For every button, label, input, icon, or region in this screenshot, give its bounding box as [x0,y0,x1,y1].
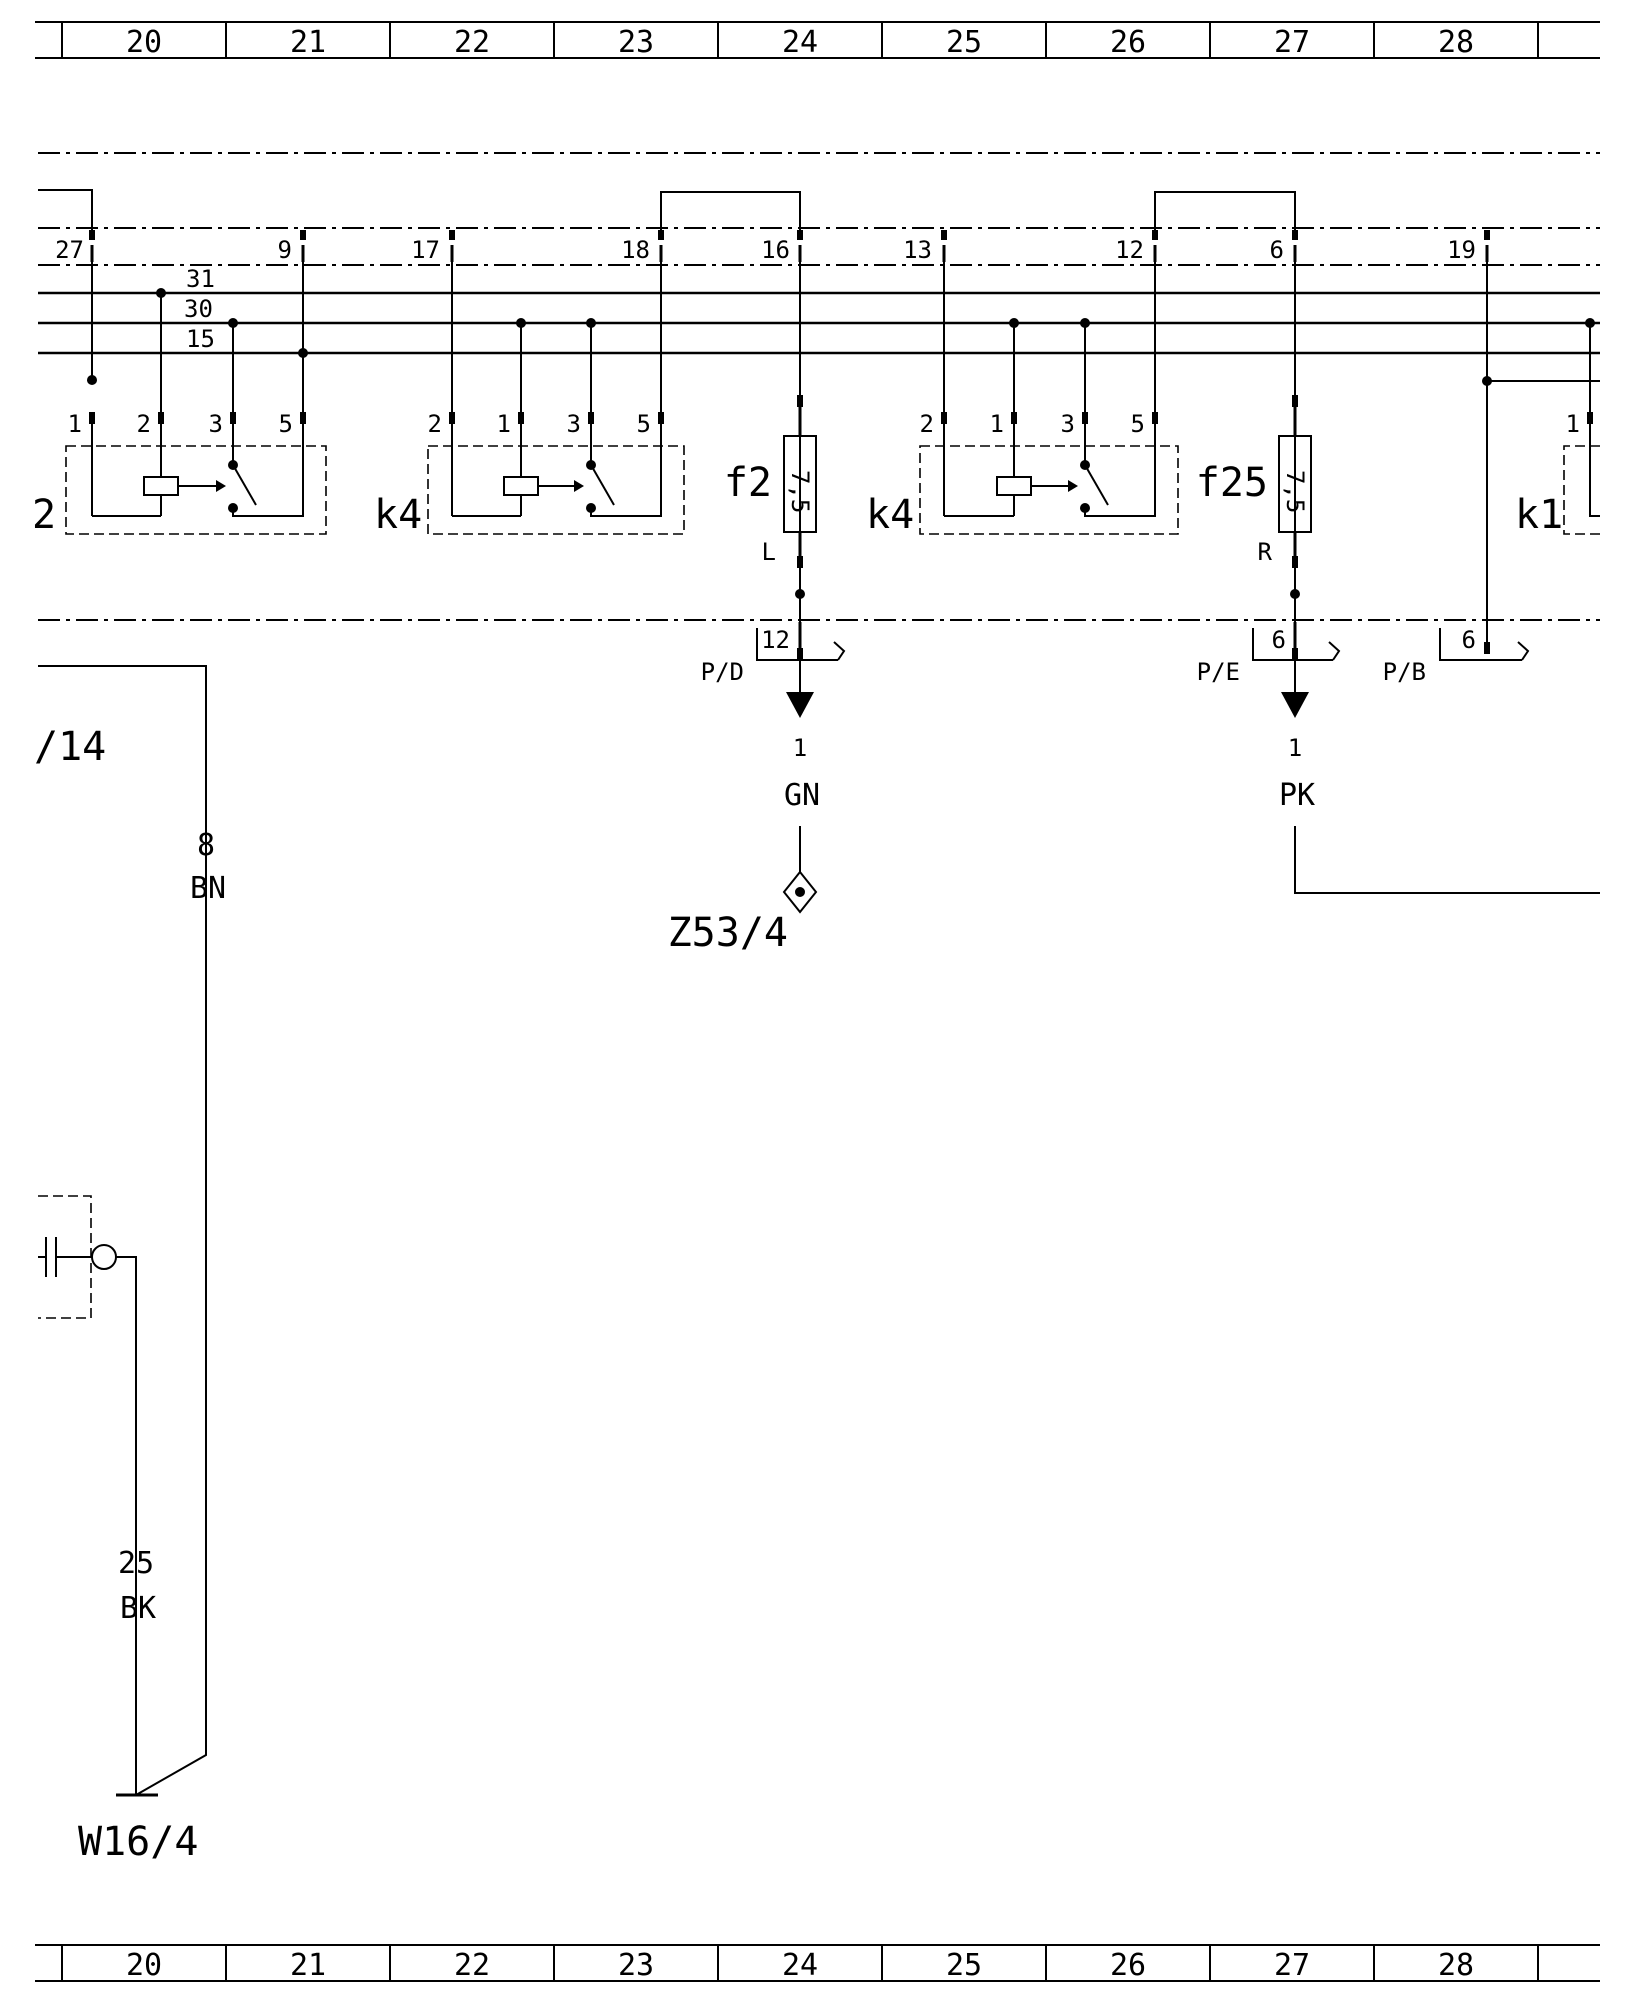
relay-label: k1 [1515,492,1563,538]
connector-label: P/E [1197,658,1240,686]
bus-label-30: 30 [184,295,213,323]
grid-label: 27 [1274,1948,1310,1983]
fuse-side-label: R [1258,538,1273,566]
wire-number: 8 [197,828,215,863]
connector-pin-label: 12 [761,626,790,654]
grid-label: 25 [946,25,982,60]
bus-label-31: 31 [186,265,215,293]
relay-k4-right: 2 1 3 5 k4 [866,318,1179,538]
relay-label: k4 [866,492,914,538]
pin-label: 27 [55,236,84,264]
relay-pin-label: 1 [1566,410,1580,438]
relay-label: 2 [32,492,56,538]
relay-pin-label: 1 [68,410,82,438]
wire-color: BN [190,871,226,906]
fuse-f25: 7,5 f25 R [1196,395,1312,622]
grid-label: 28 [1438,25,1474,60]
grid-label: 21 [290,25,326,60]
destination-label: Z53/4 [668,910,788,956]
grid-label: 26 [1110,1948,1146,1983]
relay-1: 1 2 3 5 2 [32,288,327,538]
relay-pin-label: 5 [279,410,293,438]
connector-pin-label: 6 [1462,626,1476,654]
grid-label: 23 [618,25,654,60]
pin-label: 19 [1447,236,1476,264]
grid-ruler-bottom: 20 21 22 23 24 25 26 27 28 [35,1944,1600,1983]
relay-pin-label: 1 [497,410,511,438]
fuse-label: f25 [1196,460,1268,506]
pin-label: 17 [411,236,440,264]
relay-k4-left: 2 1 3 5 k4 [374,318,685,538]
relay-pin-label: 2 [920,410,934,438]
power-bus: 31 30 15 [38,265,1600,355]
relay-pin-label: 5 [637,410,651,438]
pin-label: 18 [621,236,650,264]
relay-pin-label: 3 [209,410,223,438]
grid-label: 24 [782,25,818,60]
connector-pe: 6 P/E 1 PK [1197,622,1600,894]
fuse-f2: 7,5 f2 L [724,395,817,622]
grid-label: 24 [782,1948,818,1983]
relay-pin-label: 2 [137,410,151,438]
reference-label: /14 [34,724,106,770]
wire-number: 25 [118,1546,154,1581]
connector-label: P/D [701,658,744,686]
pin-label: 13 [903,236,932,264]
connector-label: P/B [1383,658,1426,686]
relay-pin-label: 3 [1061,410,1075,438]
fuse-rating: 7,5 [786,470,814,513]
grid-label: 21 [290,1948,326,1983]
relay-label: k4 [374,492,422,538]
grid-label: 26 [1110,25,1146,60]
grid-label: 28 [1438,1948,1474,1983]
boundary-lines [38,152,1600,621]
wire-color: BK [120,1591,156,1626]
relay-pin-label: 2 [428,410,442,438]
pin-label: 12 [1115,236,1144,264]
connector-pins-top: 27 9 17 18 16 13 12 6 [38,189,1490,642]
connector-pd: 12 P/D 1 GN Z53/4 [668,622,846,956]
connector-pb: 6 P/B [1383,376,1600,686]
grid-label: 22 [454,25,490,60]
pin-label: 9 [278,236,292,264]
wire-color: GN [784,778,820,813]
fuse-side-label: L [762,538,776,566]
connector-pin-label: 6 [1272,626,1286,654]
pin-label: 16 [761,236,790,264]
grid-label: 20 [126,25,162,60]
wire-number: 1 [793,734,807,762]
grid-label: 25 [946,1948,982,1983]
fuse-label: f2 [724,460,772,506]
relay-pin-label: 1 [990,410,1004,438]
grid-ruler-top: 20 21 22 23 24 25 26 27 28 [35,21,1600,60]
relay-k1: 1 k1 [1515,318,1600,538]
grid-label: 20 [126,1948,162,1983]
wire-number: 1 [1288,734,1302,762]
relay-pin-label: 5 [1131,410,1145,438]
relay-pin-label: 3 [567,410,581,438]
left-wiring: /14 8 BN 25 BK W16/4 [34,665,226,1865]
bus-label-15: 15 [186,325,215,353]
grid-label: 27 [1274,25,1310,60]
ground-label: W16/4 [78,1819,198,1865]
grid-label: 22 [454,1948,490,1983]
wire-color: PK [1279,778,1315,813]
grid-label: 23 [618,1948,654,1983]
fuse-rating: 7,5 [1281,470,1309,513]
pin-label: 6 [1270,236,1284,264]
